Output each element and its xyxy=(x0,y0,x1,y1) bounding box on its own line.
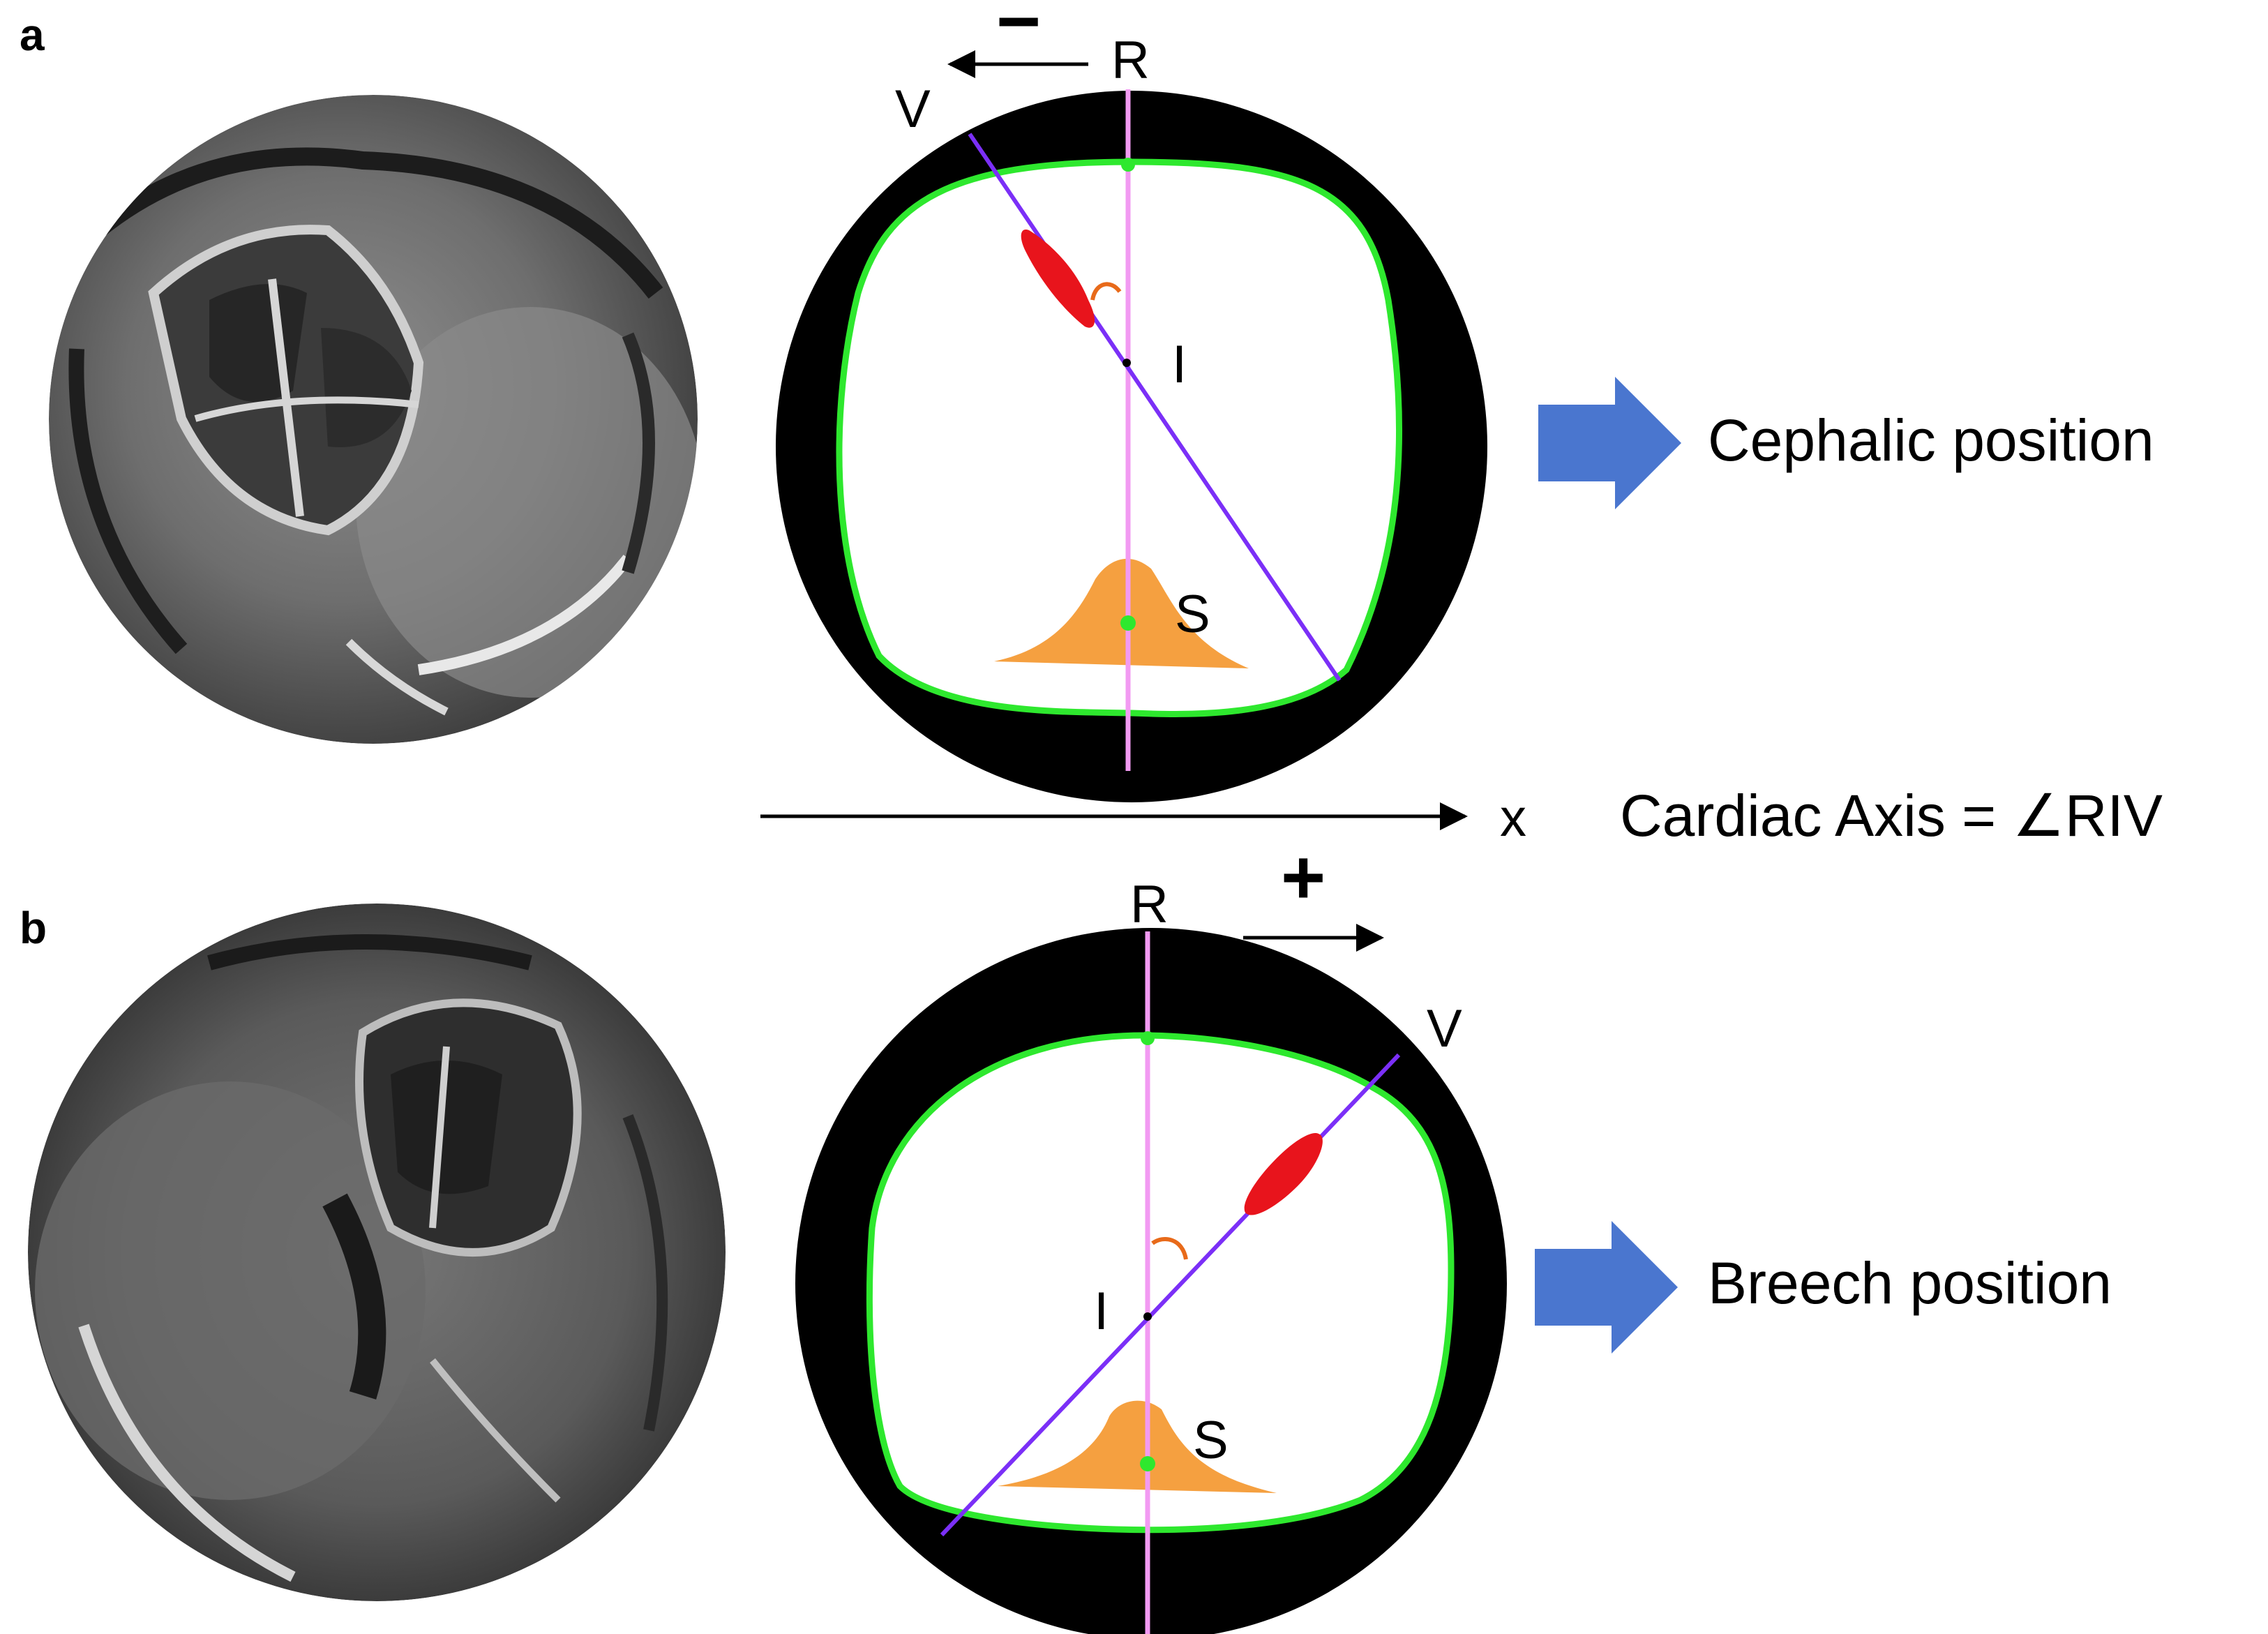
point-i-dot-b xyxy=(1143,1312,1152,1321)
point-s-label-a: S xyxy=(1175,585,1210,644)
point-s-label-b: S xyxy=(1193,1411,1229,1470)
point-v-label-b: V xyxy=(1427,999,1462,1058)
sign-label-b: + xyxy=(1281,834,1325,920)
ventricle-region-a xyxy=(1021,230,1095,328)
spine-region-a xyxy=(994,558,1249,668)
point-i-dot-a xyxy=(1122,359,1131,367)
point-v-label-a: V xyxy=(895,80,931,139)
panel-label-a: a xyxy=(20,10,45,60)
x-axis-label: x xyxy=(1500,788,1526,848)
result-label-a: Cephalic position xyxy=(1708,407,2154,473)
thorax-contour-a xyxy=(836,158,1403,717)
point-r-label-a: R xyxy=(1111,31,1150,90)
point-i-label-b: I xyxy=(1094,1282,1109,1341)
angle-arc-a xyxy=(1090,282,1122,301)
sign-label-a: − xyxy=(996,0,1041,64)
point-r-dot-b xyxy=(1141,1031,1155,1045)
diagram-a xyxy=(776,89,1487,802)
ultrasound-image-b xyxy=(28,904,726,1601)
result-arrow-b xyxy=(1535,1221,1678,1354)
cardiac-axis-formula: Cardiac Axis = ∠RIV xyxy=(1620,783,2163,848)
point-s-dot-b xyxy=(1140,1456,1155,1471)
spine-region-b xyxy=(998,1400,1277,1493)
ventricle-region-b xyxy=(1244,1133,1323,1215)
cardiac-axis-line-b xyxy=(940,1053,1401,1537)
diagram-b xyxy=(795,928,1507,1634)
angle-arc-b xyxy=(1151,1236,1188,1260)
panel-label-b: b xyxy=(20,903,47,953)
ultrasound-image-a xyxy=(49,95,698,744)
point-r-dot-a xyxy=(1121,158,1135,172)
result-arrow-a xyxy=(1538,377,1681,509)
point-r-label-b: R xyxy=(1130,875,1169,934)
cardiac-axis-line-a xyxy=(968,133,1342,682)
point-s-dot-a xyxy=(1120,615,1136,631)
point-i-label-a: I xyxy=(1172,335,1187,394)
result-label-b: Breech position xyxy=(1708,1250,2112,1316)
